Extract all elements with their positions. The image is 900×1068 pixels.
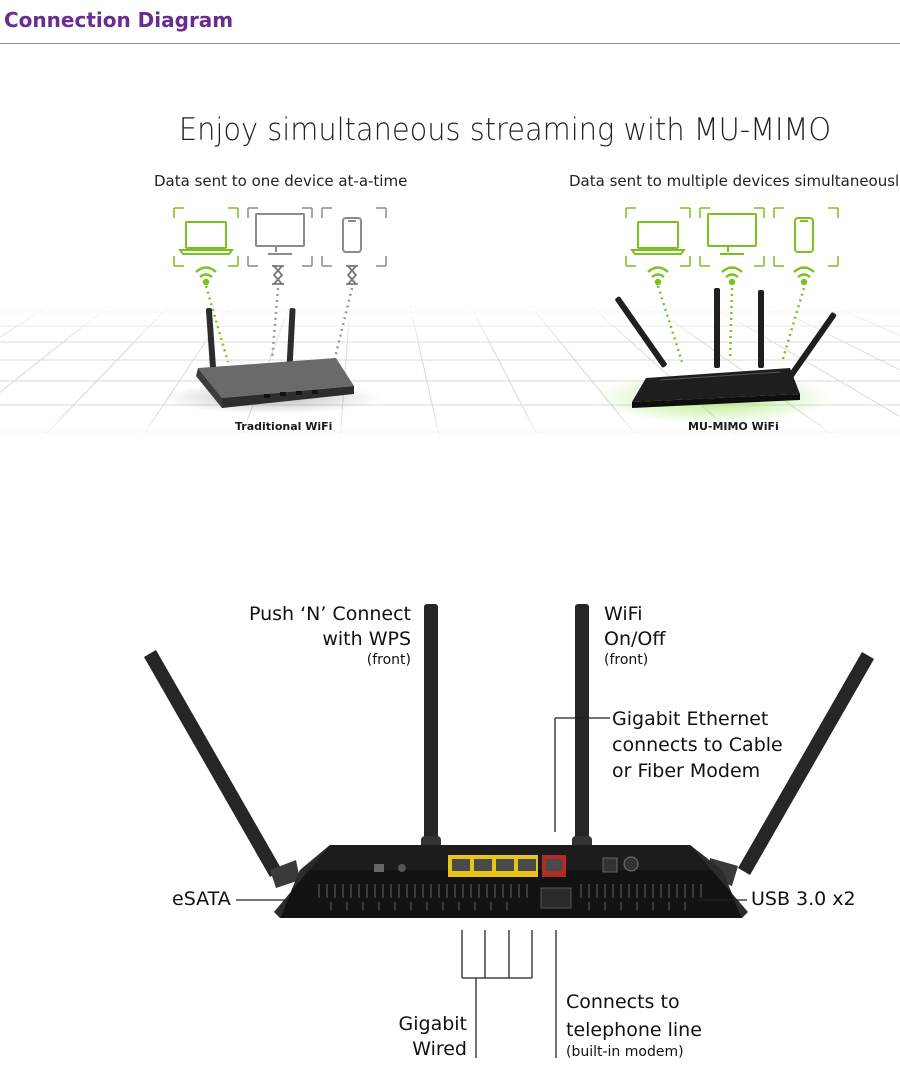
laptop-icon bbox=[625, 207, 691, 267]
wifi-line2: On/Off bbox=[604, 628, 666, 650]
wps-line2: with WPS bbox=[322, 628, 411, 650]
phone-callout: Connects to telephone line (built-in mod… bbox=[566, 988, 702, 1061]
ethernet-line1: Gigabit Ethernet bbox=[612, 708, 769, 730]
wan-port bbox=[542, 855, 566, 877]
dsl-port bbox=[540, 887, 572, 909]
monitor-icon bbox=[699, 207, 765, 267]
ethernet-line2: connects to Cable bbox=[612, 734, 783, 756]
callout-lines bbox=[236, 717, 747, 1058]
router-body bbox=[274, 845, 748, 918]
ethernet-line3: or Fiber Modem bbox=[612, 760, 761, 782]
wifi-line1: WiFi bbox=[604, 603, 643, 625]
phone-line1: Connects to bbox=[566, 991, 680, 1013]
wired-line1: Gigabit bbox=[398, 1013, 468, 1035]
wired-line2: Wired bbox=[412, 1038, 467, 1060]
mumimo-router bbox=[596, 288, 837, 424]
phone-icon bbox=[321, 207, 387, 267]
wps-line1: Push ‘N’ Connect bbox=[248, 603, 411, 625]
wps-callout: Push ‘N’ Connect with WPS (front) bbox=[240, 602, 411, 669]
hourglass-icon bbox=[272, 265, 358, 285]
wifi-sub: (front) bbox=[604, 652, 649, 668]
phone-line2: telephone line bbox=[566, 1019, 702, 1041]
phone-icon bbox=[773, 207, 839, 267]
traditional-caption: Data sent to one device at-a-time bbox=[154, 172, 408, 190]
wifi-signal-icon bbox=[647, 266, 815, 286]
laptop-icon bbox=[173, 207, 239, 267]
ethernet-callout: Gigabit Ethernet connects to Cable or Fi… bbox=[612, 706, 783, 784]
antenna bbox=[144, 604, 874, 888]
phone-sub: (built-in modem) bbox=[566, 1044, 684, 1060]
page-title: Connection Diagram bbox=[4, 8, 234, 32]
router-rear-view bbox=[144, 604, 874, 1058]
mumimo-illustration bbox=[0, 207, 900, 440]
mumimo-caption: Data sent to multiple devices simultaneo… bbox=[569, 172, 900, 190]
title-divider bbox=[0, 43, 900, 44]
lan-ports bbox=[448, 855, 538, 877]
mumimo-headline: Enjoy simultaneous streaming with MU-MIM… bbox=[178, 112, 832, 148]
wifi-signal-icon bbox=[195, 266, 217, 286]
monitor-icon bbox=[247, 207, 313, 267]
wired-callout: Gigabit Wired bbox=[380, 1012, 468, 1062]
wifi-callout: WiFi On/Off (front) bbox=[604, 602, 665, 669]
esata-label: eSATA bbox=[172, 888, 231, 910]
mumimo-router-label: MU-MIMO WiFi bbox=[688, 420, 779, 433]
wps-sub: (front) bbox=[366, 652, 411, 668]
usb-label: USB 3.0 x2 bbox=[751, 888, 856, 910]
traditional-devices bbox=[173, 207, 387, 363]
traditional-router-label: Traditional WiFi bbox=[235, 420, 333, 433]
mumimo-devices bbox=[625, 207, 839, 363]
traditional-router bbox=[162, 307, 382, 414]
